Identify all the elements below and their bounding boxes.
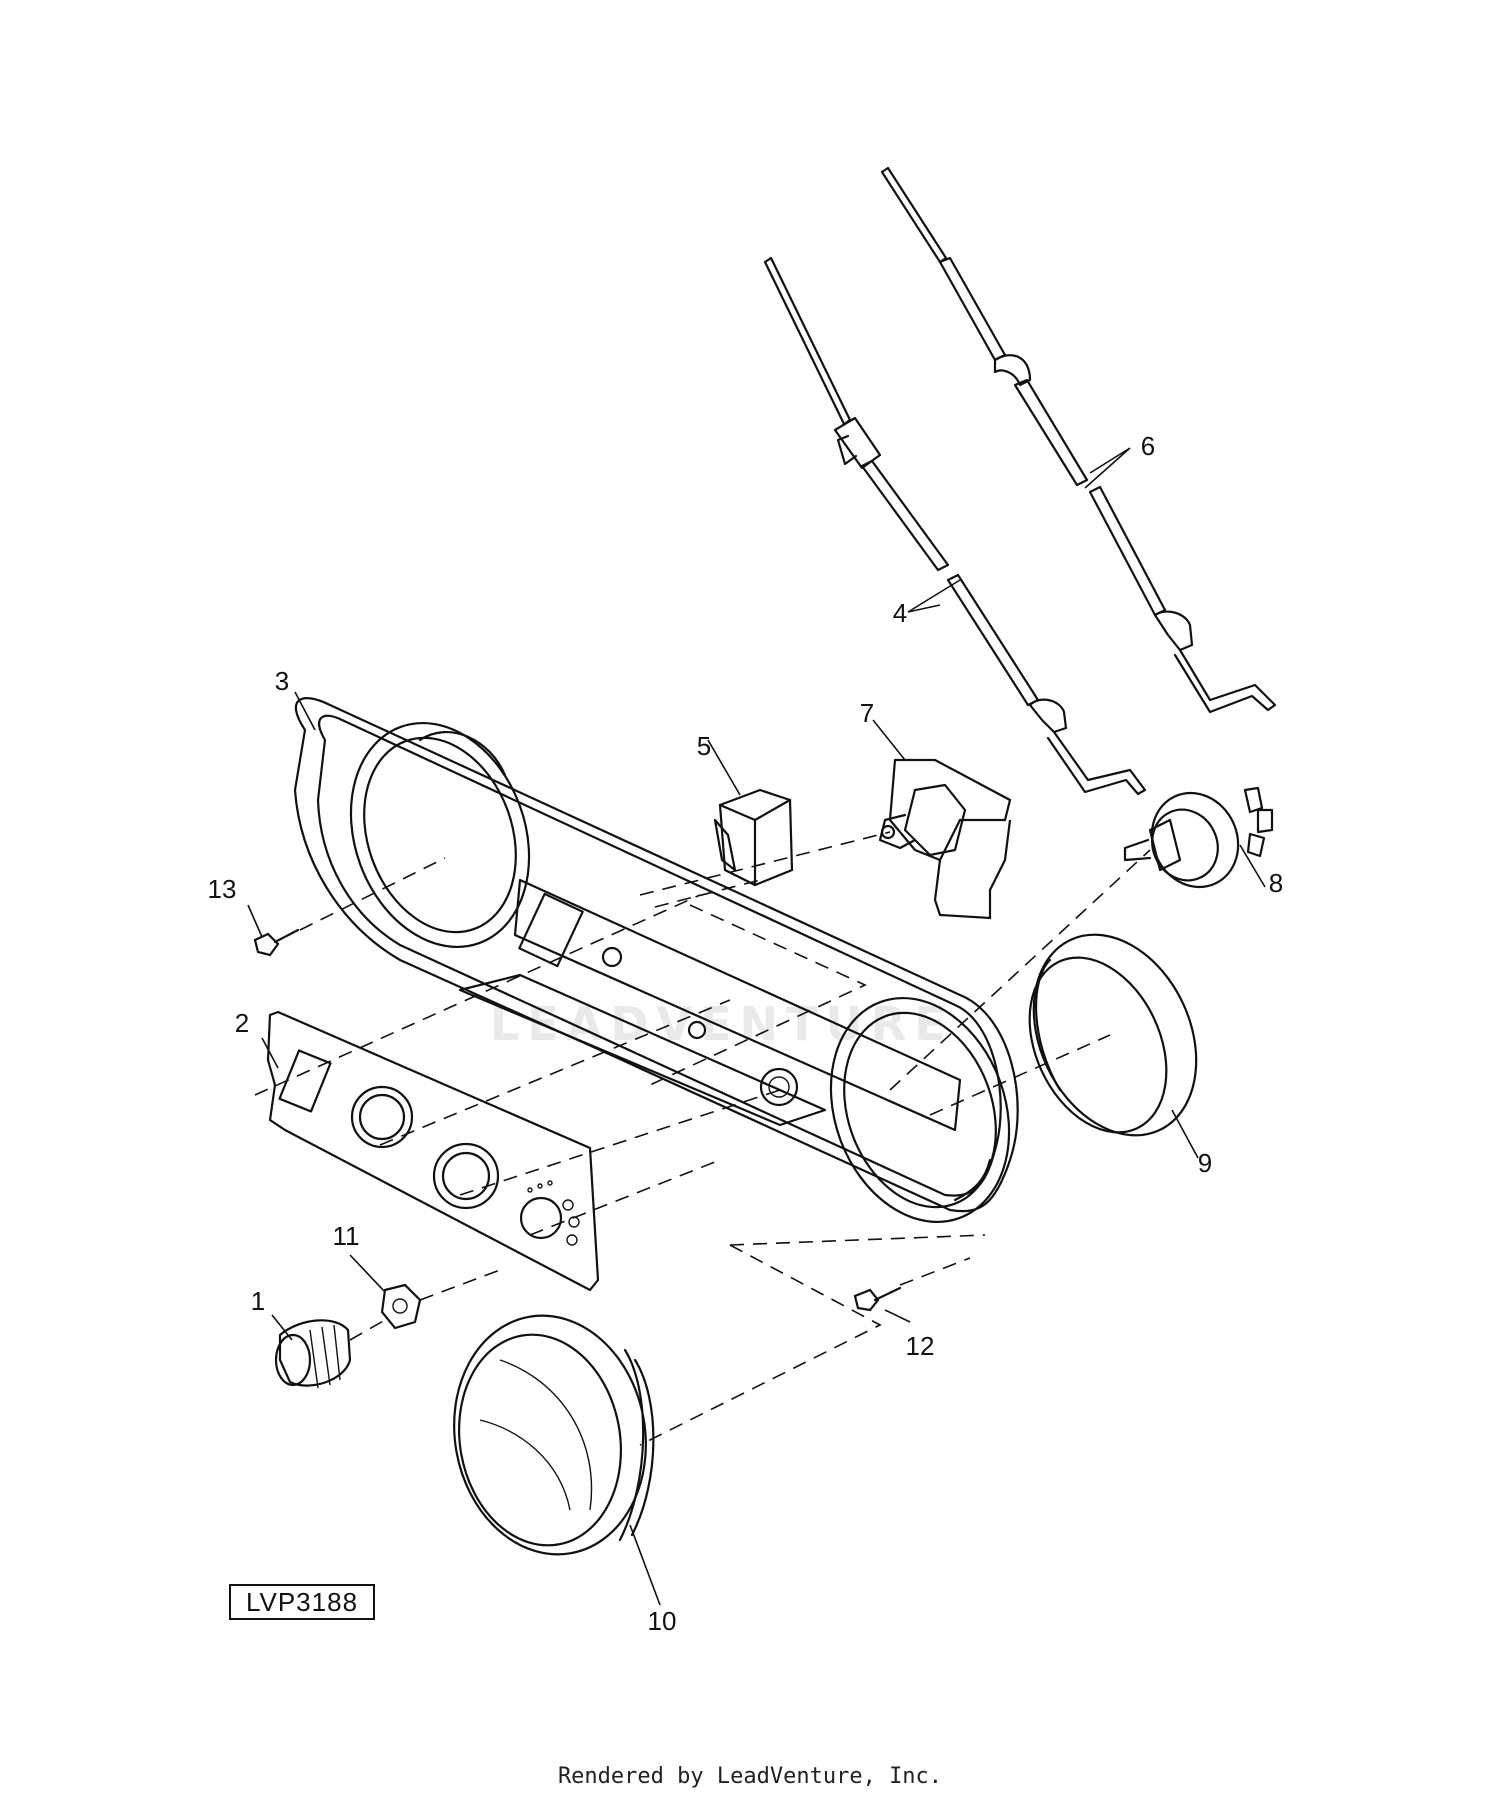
callout-11: 11 bbox=[333, 1221, 360, 1251]
gauge-10 bbox=[453, 1314, 655, 1556]
leader-lines bbox=[247, 447, 1266, 1606]
callout-10: 10 bbox=[648, 1606, 677, 1636]
screw-12 bbox=[853, 1286, 902, 1312]
callout-9: 9 bbox=[1198, 1148, 1212, 1178]
render-credit: Rendered by LeadVenture, Inc. bbox=[557, 1764, 943, 1789]
callout-5: 5 bbox=[697, 731, 711, 761]
callout-3: 3 bbox=[275, 666, 289, 696]
nut-11 bbox=[380, 1283, 422, 1330]
callout-4: 4 bbox=[893, 598, 907, 628]
cable-6 bbox=[880, 166, 1277, 714]
cable-4 bbox=[763, 256, 1147, 796]
instrument-panel-3 bbox=[293, 697, 1019, 1224]
callout-7: 7 bbox=[860, 698, 874, 728]
switch-bracket-7 bbox=[878, 758, 1012, 920]
callout-13: 13 bbox=[208, 874, 237, 904]
knob-1 bbox=[274, 1319, 352, 1389]
figure-id: LVP3188 bbox=[246, 1587, 358, 1617]
figure-id-box: LVP3188 bbox=[229, 1584, 375, 1620]
rocker-switch-5 bbox=[713, 788, 794, 887]
rotary-switch-8 bbox=[1123, 786, 1274, 889]
callout-8: 8 bbox=[1269, 868, 1283, 898]
callout-1: 1 bbox=[251, 1286, 265, 1316]
callouts: 1 2 3 4 5 6 7 8 9 10 11 12 13 bbox=[208, 431, 1284, 1636]
screw-13 bbox=[253, 928, 300, 957]
callout-2: 2 bbox=[235, 1008, 249, 1038]
bezel-ring-9 bbox=[1028, 933, 1198, 1137]
decal-2 bbox=[266, 1010, 600, 1292]
watermark: LEADVENTURE bbox=[490, 997, 954, 1051]
assembly-lines bbox=[254, 831, 1151, 1446]
callout-12: 12 bbox=[906, 1331, 935, 1361]
callout-6: 6 bbox=[1141, 431, 1155, 461]
